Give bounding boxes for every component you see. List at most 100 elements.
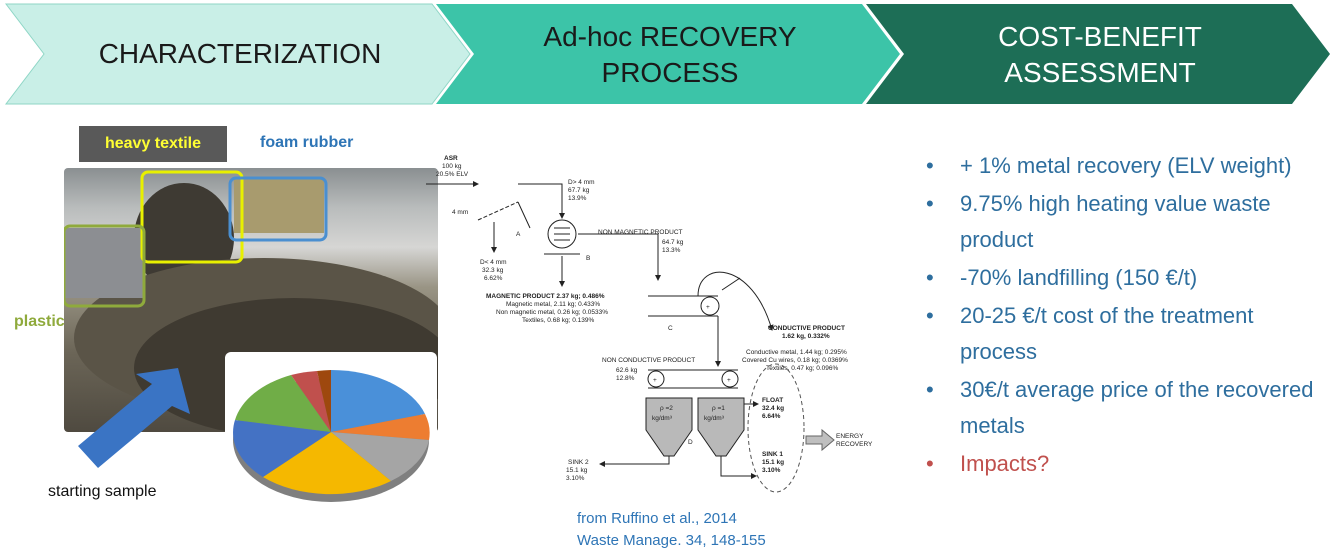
nonmagnetic-arrow (578, 233, 661, 281)
pie-slice-2 (331, 414, 430, 440)
tank-rho2-label: ρ =2 (660, 405, 673, 412)
bullet-marker: • (926, 191, 934, 216)
nonmagnetic-label: NON MAGNETIC PRODUCT (598, 229, 683, 236)
oversize-label: D> 4 mm (568, 179, 595, 186)
rotor-plus-icon: + (706, 304, 710, 311)
bullet-text: + 1% metal recovery (ELV weight) (960, 153, 1292, 178)
screen-a-side (517, 201, 531, 229)
roller-left (647, 370, 665, 388)
bullet-text: -70% landfilling (150 €/t) (960, 265, 1198, 290)
sink2-kg: 15.1 kg (566, 467, 588, 474)
magnet-coil-icon (554, 227, 570, 241)
pie-slice-3 (331, 432, 429, 481)
bullet-marker: • (926, 265, 934, 290)
bullet-text: 20-25 €/t cost of the treatment process (960, 303, 1254, 364)
conductive-product-label: CONDUCTIVE PRODUCT (768, 325, 845, 332)
unit-a-label: A (516, 231, 521, 238)
energy-recovery-arrow-icon (805, 428, 835, 452)
sink2-pct: 3.10% (566, 475, 585, 482)
bullet-heating-value: • 9.75% high heating value waste product (912, 186, 1332, 258)
bullet-text: 30€/t average price of the recovered met… (960, 377, 1314, 438)
reference-citation: from Ruffino et al., 2014 Waste Manage. … (577, 508, 766, 552)
nonconductive-label: NON CONDUCTIVE PRODUCT (602, 357, 695, 364)
pie-slice-5 (233, 420, 331, 477)
tank-rho2 (645, 397, 693, 457)
float-sink-group (747, 363, 805, 493)
screen-mesh-label: 4 mm (452, 209, 468, 216)
nonconductive-pct: 12.8% (616, 375, 635, 382)
magnetic-metal-line: Magnetic metal, 2.11 kg; 0.433% (506, 301, 600, 308)
float-label: FLOAT (762, 397, 783, 404)
bullet-impacts: • Impacts? (912, 446, 1332, 482)
roller-right (721, 370, 739, 388)
unit-d-label: D (688, 439, 693, 446)
cost-benefit-bullets: • + 1% metal recovery (ELV weight) • 9.75%… (912, 148, 1332, 484)
composition-pie-chart (225, 352, 437, 510)
asr-kg: 100 kg (442, 163, 462, 170)
sink2-label: SINK 2 (568, 459, 589, 466)
sink1-kg: 15.1 kg (762, 459, 784, 466)
undersize-label: D< 4 mm (480, 259, 507, 266)
process-chevron-banner (4, 3, 1330, 105)
step-characterization-label: CHARACTERIZATION (98, 38, 382, 69)
nonmagnetic-pct: 13.3% (662, 247, 681, 254)
tank-rho2-unit: kg/dm³ (652, 415, 673, 422)
pie-slice-6 (235, 375, 331, 432)
magnetic-product-label: MAGNETIC PRODUCT 2.37 kg; 0.486% (486, 293, 605, 300)
float-pct: 6.64% (762, 413, 781, 420)
undersize-pct: 6.62% (484, 275, 503, 282)
nonmagnetic-kg: 64.7 kg (662, 239, 684, 246)
pie-slice-1 (331, 369, 425, 432)
step-assessment-shape (866, 4, 1330, 104)
screen-a (477, 201, 519, 221)
sink1-pct: 3.10% (762, 467, 781, 474)
sink1-arrow (720, 456, 757, 479)
bullet-metal-price: •30€/t average price of the recovered me… (912, 372, 1332, 444)
oversize-kg: 67.7 kg (568, 187, 590, 194)
asr-elv: 20.5% ELV (436, 171, 469, 178)
recovery-label: RECOVERY (836, 441, 873, 448)
sink2-arrow (599, 456, 670, 467)
nonmagnetic-metal-line: Non magnetic metal, 0.26 kg; 0.0533% (496, 309, 608, 316)
oversize-pct: 13.9% (568, 195, 587, 202)
reference-line-1: from Ruffino et al., 2014 (577, 510, 737, 527)
pie-slice-7 (291, 371, 331, 432)
pie-slice-8 (317, 370, 331, 432)
heavy-textile-tag: heavy textile (79, 126, 227, 162)
energy-label: ENERGY (836, 433, 864, 440)
foam-rubber-tag: foam rubber (260, 134, 354, 151)
magnetic-textiles-line: Textiles, 0.68 kg; 0.139% (522, 317, 594, 324)
magnetic-drum-b (547, 219, 577, 249)
starting-sample-label: starting sample (48, 483, 157, 500)
conductive-metal-line: Conductive metal, 1.44 kg; 0.295% (746, 349, 847, 356)
sink1-label: SINK 1 (762, 451, 783, 458)
conductive-textiles-line: Textiles, 0.47 kg; 0.096% (766, 365, 838, 372)
plastic-tag: plastic (14, 313, 65, 330)
bullet-marker: • (926, 303, 934, 328)
undersize-kg: 32.3 kg (482, 267, 504, 274)
asr-label: ASR (444, 155, 458, 162)
eddy-rotor-c (700, 296, 720, 316)
covered-wires-line: Covered Cu wires, 0.18 kg; 0.0369% (742, 357, 848, 364)
step-characterization-shape (4, 3, 471, 105)
tank-rho1-unit: kg/dm³ (704, 415, 725, 422)
bullet-metal-recovery: • + 1% metal recovery (ELV weight) (912, 148, 1332, 184)
unit-c-label: C (668, 325, 673, 332)
bullet-landfilling: • -70% landfilling (150 €/t) (912, 260, 1332, 296)
bullet-text: 9.75% high heating value waste product (960, 191, 1271, 252)
nonconductive-kg: 62.6 kg (616, 367, 638, 374)
tank-rho1 (697, 397, 745, 457)
bullet-treatment-cost: • 20-25 €/t cost of the treatment process (912, 298, 1332, 370)
roller-right-plus-icon: + (727, 377, 731, 384)
bullet-marker: • (926, 451, 934, 476)
conductive-arrow (697, 271, 774, 331)
unit-b-label: B (586, 255, 590, 262)
float-kg: 32.4 kg (762, 405, 784, 412)
splitter-c (721, 277, 741, 291)
roller-left-plus-icon: + (653, 377, 657, 384)
bullet-marker: • (926, 153, 934, 178)
oversize-arrow (518, 183, 565, 219)
bullet-text: Impacts? (960, 451, 1050, 476)
